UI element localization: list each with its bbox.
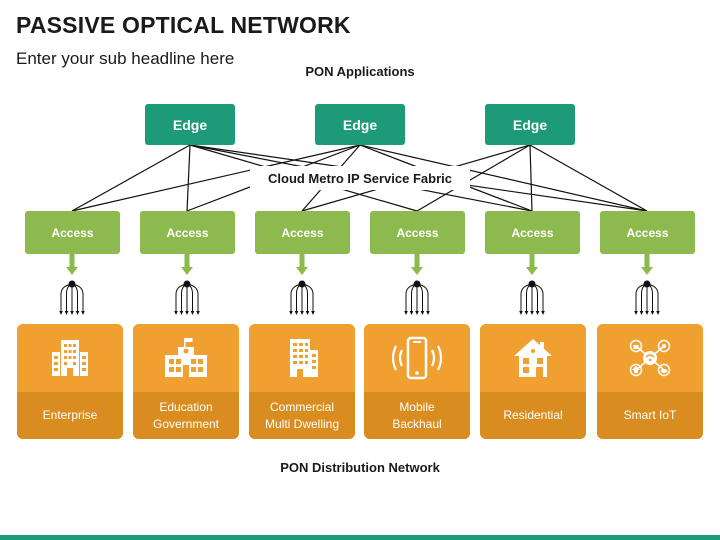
page-subtitle: Enter your sub headline here [16,49,235,68]
iot-network-icon [597,324,703,392]
footer-bar [0,535,720,540]
endpoint-label-line2: Multi Dwelling [264,416,340,431]
cloud-fabric-label: Cloud Metro IP Service Fabric [250,166,470,190]
splitter-1 [59,254,85,315]
access-node-4: Access [370,211,465,254]
edge-node-3: Edge [485,104,575,145]
endpoint-label: Smart IoT [623,408,677,422]
endpoint-card-residential: Residential [480,324,586,439]
page-title: PASSIVE OPTICAL NETWORK [16,12,351,38]
office-tower-icon [249,324,355,392]
splitter-5 [519,254,545,315]
pon-applications-label: PON Applications [305,64,415,79]
mobile-phone-icon [364,324,470,392]
endpoint-card-commercial: Commercial Multi Dwelling [249,324,355,439]
endpoint-label: Enterprise [42,408,98,422]
house-icon [480,324,586,392]
splitter-6 [634,254,660,315]
endpoint-label: Education [159,399,213,414]
edge-node-2: Edge [315,104,405,145]
access-node-3: Access [255,211,350,254]
edge-node-1: Edge [145,104,235,145]
splitter-4 [404,254,430,315]
endpoint-card-enterprise: Enterprise [17,324,123,439]
endpoint-label: Mobile [399,399,435,414]
endpoint-label: Commercial [269,399,334,414]
access-node-2: Access [140,211,235,254]
endpoint-card-mobile-backhaul: Mobile Backhaul [364,324,470,439]
school-building-icon [133,324,239,392]
access-node-5: Access [485,211,580,254]
pon-distribution-label: PON Distribution Network [280,460,440,475]
endpoint-label: Residential [503,408,563,422]
enterprise-building-icon [17,324,123,392]
access-node-1: Access [25,211,120,254]
splitter-3 [289,254,315,315]
endpoint-card-education-government: Education Government [133,324,239,439]
endpoint-card-smart-iot: Smart IoT [597,324,703,439]
access-node-6: Access [600,211,695,254]
endpoint-label-line2: Backhaul [392,416,442,431]
splitter-2 [174,254,200,315]
endpoint-label-line2: Government [152,416,220,431]
